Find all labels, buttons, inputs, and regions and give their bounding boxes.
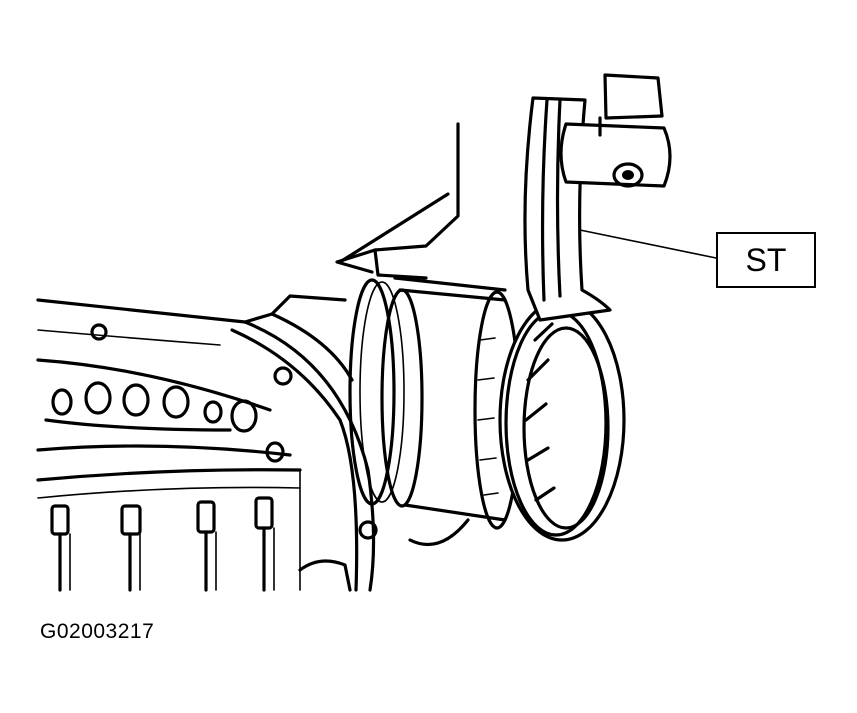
timing-cover [36, 294, 378, 592]
callout-leader-line [579, 229, 717, 259]
engine-block-outline [335, 122, 460, 280]
callout-label: ST [745, 241, 787, 278]
valve-springs [36, 468, 352, 592]
filter-end-cap [473, 290, 626, 542]
timing-chain [36, 358, 292, 463]
callout-st: ST [716, 232, 816, 288]
wrench-socket-adapter [559, 73, 672, 188]
oil-filter [348, 276, 507, 547]
special-tool-wrench [504, 96, 612, 537]
figure-id: G02003217 [40, 620, 155, 643]
